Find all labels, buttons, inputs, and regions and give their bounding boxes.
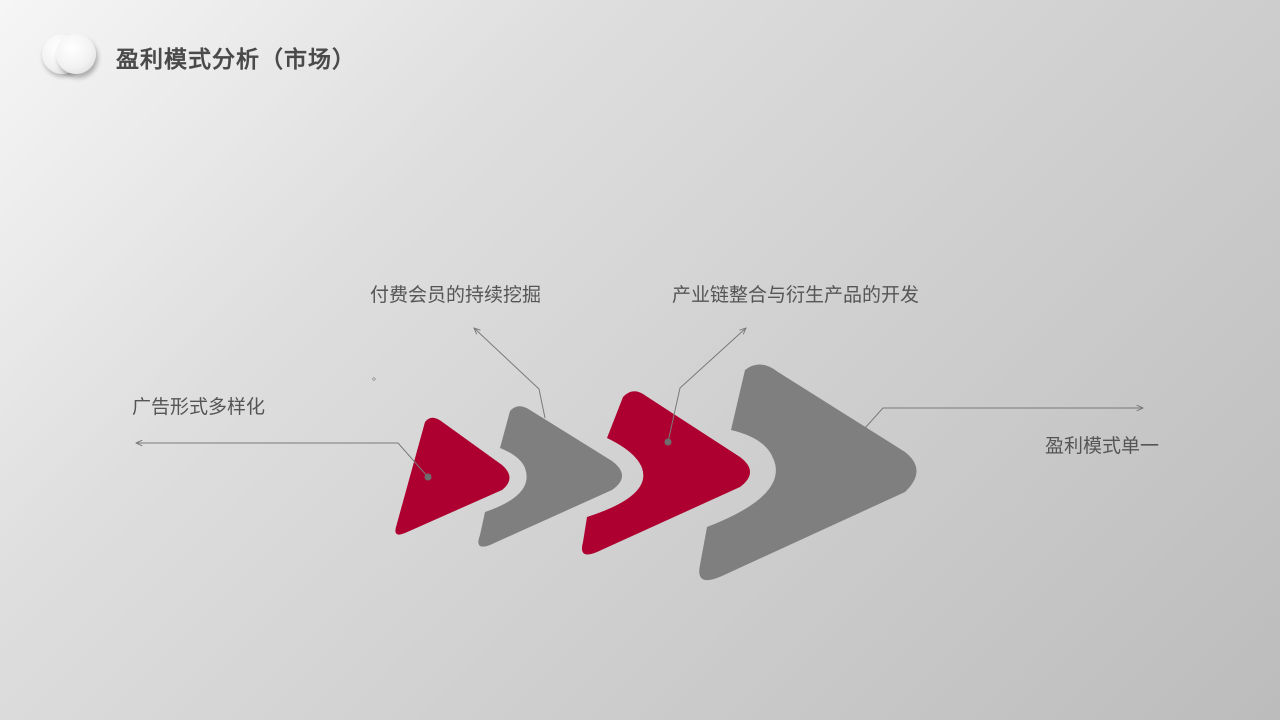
chevron-2-gray [478, 406, 622, 547]
title-circles-icon [42, 34, 102, 78]
label-paid-members: 付费会员的持续挖掘 [370, 284, 542, 306]
connector-ad-forms [136, 443, 429, 478]
label-ad-forms: 广告形式多样化 [132, 396, 266, 418]
connector-industry-chain [667, 328, 746, 443]
connector-paid-members [474, 328, 546, 419]
chevron-4-gray [699, 364, 917, 581]
label-industry-chain: 产业链整合与衍生产品的开发 [672, 284, 920, 306]
page-title: 盈利模式分析（市场） [116, 47, 356, 73]
chevron-3-red [581, 391, 750, 555]
connector-dot-ad-forms [424, 473, 432, 481]
chevron-1-red [395, 417, 510, 535]
label-single-model: 盈利模式单一 [1045, 435, 1160, 457]
circle-icon-front [56, 34, 96, 74]
connector-dot-industry-chain [664, 438, 672, 446]
stray-mark: 。 [372, 372, 382, 383]
connector-single-model [864, 408, 1143, 429]
